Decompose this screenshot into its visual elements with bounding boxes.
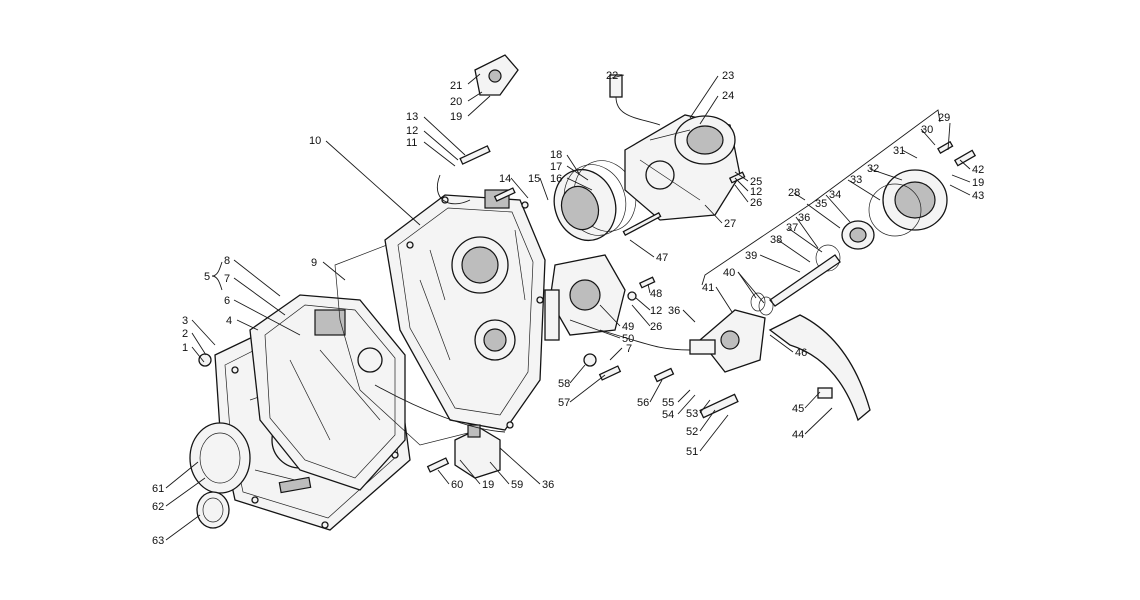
callout-24: 24 bbox=[722, 90, 734, 102]
callout-41: 41 bbox=[702, 282, 714, 294]
callout-50: 50 bbox=[622, 333, 634, 345]
callout-36: 36 bbox=[798, 212, 810, 224]
callout-52: 52 bbox=[686, 426, 698, 438]
callout-26: 26 bbox=[650, 321, 662, 333]
callout-56: 56 bbox=[637, 397, 649, 409]
callout-44: 44 bbox=[792, 429, 804, 441]
callout-19: 19 bbox=[450, 111, 462, 123]
callout-58: 58 bbox=[558, 378, 570, 390]
callout-31: 31 bbox=[893, 145, 905, 157]
callout-20: 20 bbox=[450, 96, 462, 108]
callout-12: 12 bbox=[650, 305, 662, 317]
callout-12: 12 bbox=[750, 186, 762, 198]
callout-57: 57 bbox=[558, 397, 570, 409]
callout-55: 55 bbox=[662, 397, 674, 409]
callout-43: 43 bbox=[972, 190, 984, 202]
callout-22: 22 bbox=[606, 70, 618, 82]
callout-7: 7 bbox=[224, 273, 230, 285]
wire-harness bbox=[436, 174, 471, 205]
callout-23: 23 bbox=[722, 70, 734, 82]
leader-lines bbox=[165, 73, 971, 541]
callout-19: 19 bbox=[972, 177, 984, 189]
lever-arm bbox=[768, 314, 871, 422]
callout-29: 29 bbox=[938, 112, 950, 124]
seal-ring-small bbox=[196, 491, 230, 529]
callout-61: 61 bbox=[152, 483, 164, 495]
callout-60: 60 bbox=[451, 479, 463, 491]
callout-54: 54 bbox=[662, 409, 674, 421]
seal-ring-small bbox=[202, 497, 224, 523]
top-cover-plate bbox=[474, 54, 519, 96]
callout-5: 5 bbox=[204, 271, 210, 283]
callout-13: 13 bbox=[406, 111, 418, 123]
callout-27: 27 bbox=[724, 218, 736, 230]
callout-7: 7 bbox=[626, 343, 632, 355]
sensor bbox=[609, 74, 661, 126]
callout-15: 15 bbox=[528, 173, 540, 185]
callout-16: 16 bbox=[550, 173, 562, 185]
flange-shaft bbox=[689, 309, 766, 373]
sleeve-stack bbox=[553, 160, 637, 242]
callout-17: 17 bbox=[550, 161, 562, 173]
callout-49: 49 bbox=[622, 321, 634, 333]
callout-1: 1 bbox=[182, 342, 188, 354]
callout-11: 11 bbox=[406, 137, 417, 149]
callout-46: 46 bbox=[795, 347, 807, 359]
callout-25: 25 bbox=[750, 176, 762, 188]
callout-39: 39 bbox=[745, 250, 757, 262]
callout-63: 63 bbox=[152, 535, 164, 547]
callout-2: 2 bbox=[182, 328, 188, 340]
wire-harness bbox=[599, 329, 691, 351]
callout-9: 9 bbox=[311, 257, 317, 269]
callout-3: 3 bbox=[182, 315, 188, 327]
callout-34: 34 bbox=[829, 189, 841, 201]
callout-12: 12 bbox=[406, 125, 418, 137]
callout-8: 8 bbox=[224, 255, 230, 267]
callout-6: 6 bbox=[224, 295, 230, 307]
callout-32: 32 bbox=[867, 163, 879, 175]
callout-62: 62 bbox=[152, 501, 164, 513]
callout-26: 26 bbox=[750, 197, 762, 209]
shaft bbox=[769, 254, 841, 307]
callout-21: 21 bbox=[450, 80, 462, 92]
callout-36: 36 bbox=[542, 479, 554, 491]
fasteners bbox=[198, 140, 977, 473]
right-end-cover bbox=[868, 169, 948, 237]
seal-ring bbox=[189, 422, 251, 494]
callout-40: 40 bbox=[723, 267, 735, 279]
callout-53: 53 bbox=[686, 408, 698, 420]
wire-harness bbox=[374, 384, 506, 433]
flange-block bbox=[544, 254, 626, 341]
callout-36: 36 bbox=[668, 305, 680, 317]
callout-4: 4 bbox=[226, 315, 232, 327]
callout-48: 48 bbox=[650, 288, 662, 300]
callout-38: 38 bbox=[770, 234, 782, 246]
callout-19: 19 bbox=[482, 479, 494, 491]
callout-35: 35 bbox=[815, 198, 827, 210]
callout-42: 42 bbox=[972, 164, 984, 176]
part-drawings bbox=[189, 54, 977, 531]
callout-10: 10 bbox=[309, 135, 321, 147]
callout-30: 30 bbox=[921, 124, 933, 136]
bell-housing bbox=[249, 294, 406, 491]
bearing bbox=[815, 220, 875, 272]
main-housing bbox=[384, 189, 546, 431]
valve-block bbox=[454, 424, 501, 479]
callout-labels: 21 20 19 22 23 24 13 12 11 10 18 17 16 1… bbox=[152, 70, 984, 547]
callout-59: 59 bbox=[511, 479, 523, 491]
callout-45: 45 bbox=[792, 403, 804, 415]
callout-51: 51 bbox=[686, 446, 698, 458]
callout-47: 47 bbox=[656, 252, 668, 264]
o-ring bbox=[750, 292, 766, 312]
callout-18: 18 bbox=[550, 149, 562, 161]
callout-33: 33 bbox=[850, 174, 862, 186]
callout-14: 14 bbox=[499, 173, 511, 185]
rear-upper-housing bbox=[624, 114, 741, 221]
o-ring bbox=[758, 296, 774, 316]
callout-37: 37 bbox=[786, 222, 798, 234]
callout-28: 28 bbox=[788, 187, 800, 199]
seal-ring bbox=[199, 432, 241, 484]
